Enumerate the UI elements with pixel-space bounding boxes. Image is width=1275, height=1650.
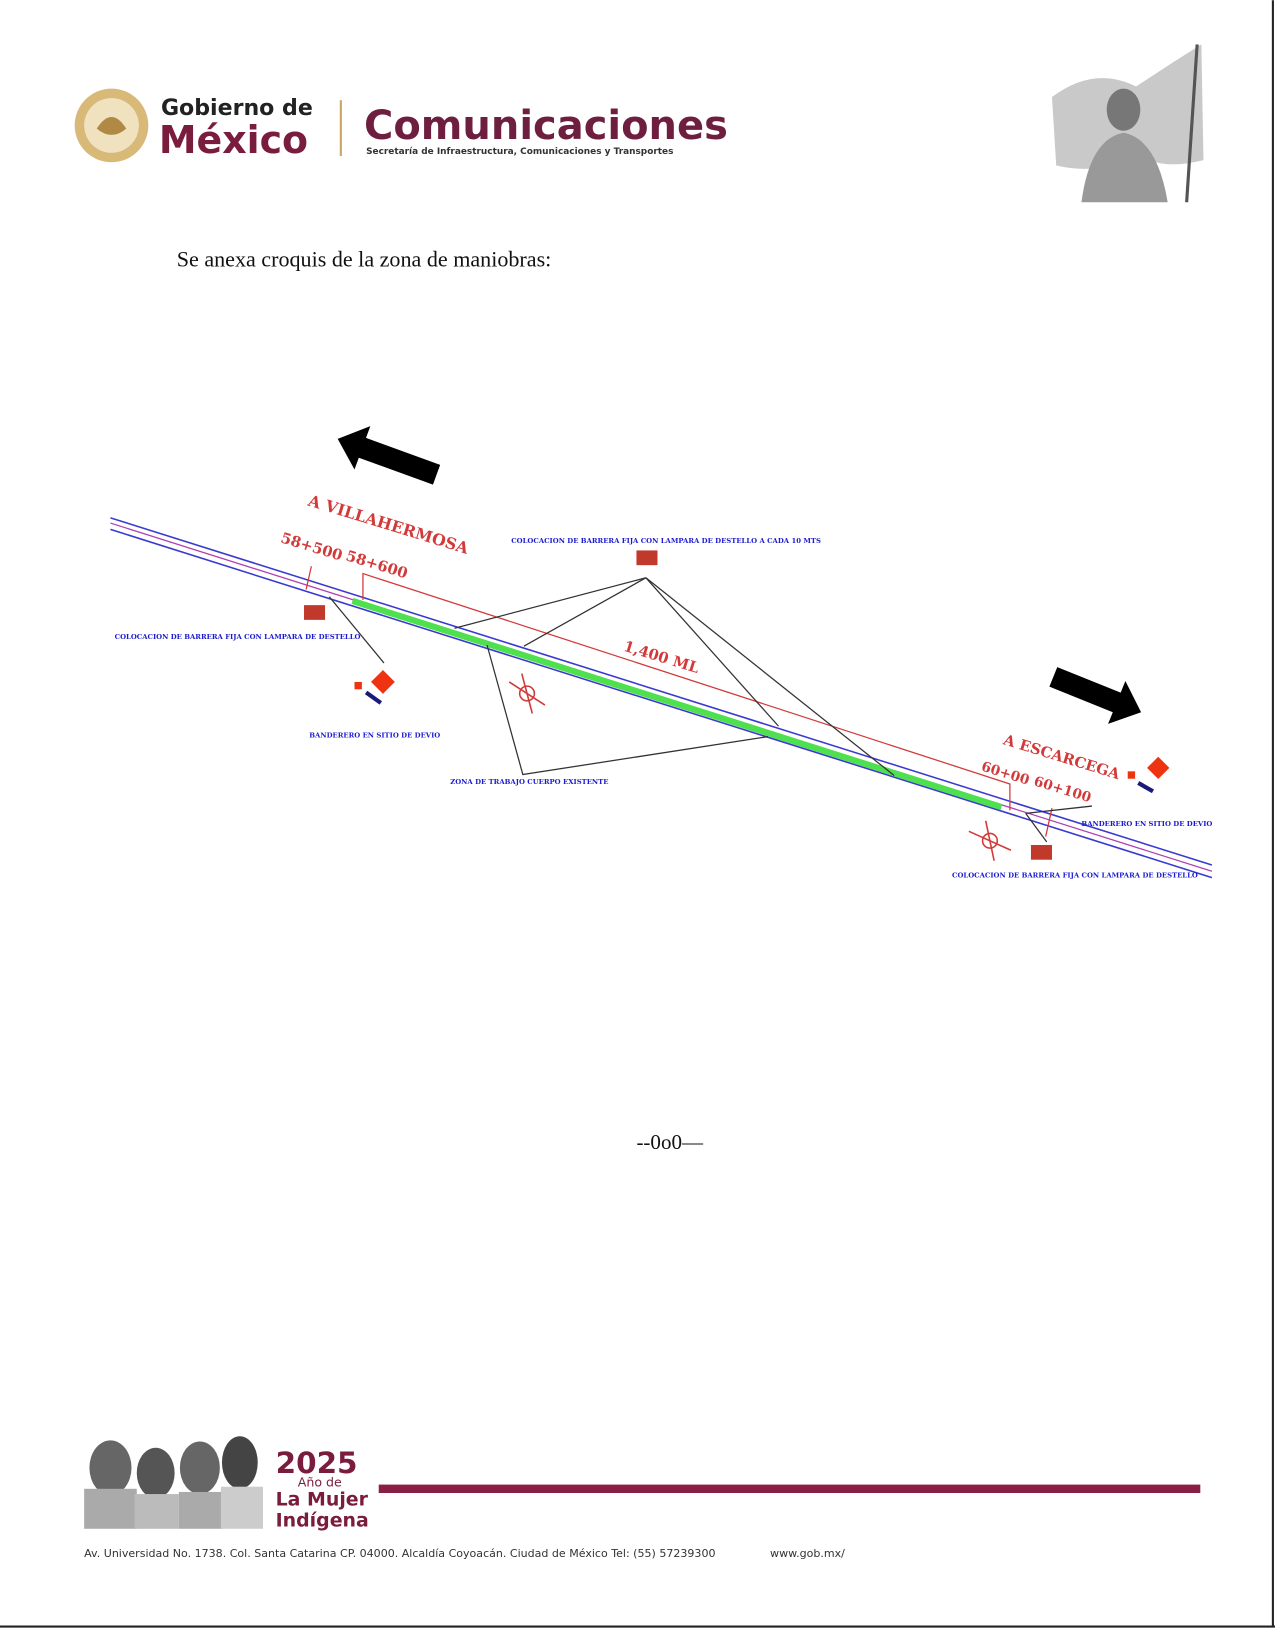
signal-target-icon <box>968 820 1012 861</box>
flagger-icon <box>1127 756 1170 794</box>
leader-lines <box>328 577 1093 843</box>
road-edge-line <box>110 528 1213 879</box>
agency-title: Comunicaciones <box>364 103 728 149</box>
km-58-600: 58+600 <box>344 547 410 582</box>
footer-address: Av. Universidad No. 1738. Col. Santa Cat… <box>84 1547 715 1560</box>
mexico-seal-logo <box>74 88 149 163</box>
maneuver-zone-sketch: A VILLAHERMOSA 58+500 58+600 1,400 ML A … <box>110 426 1213 880</box>
closing-mark: --0o0— <box>636 1130 704 1154</box>
flagger-icon <box>354 670 395 705</box>
signal-target-icon <box>508 673 546 714</box>
dimension-line <box>362 572 1011 811</box>
km-tick <box>305 566 313 590</box>
km-tick <box>1045 808 1053 837</box>
barrier-lamp-icon <box>636 550 658 566</box>
gov-line1: Gobierno de <box>161 95 313 121</box>
road-edge-line <box>110 517 1213 866</box>
km-58-500: 58+500 <box>279 530 345 565</box>
footer-website-link[interactable]: www.gob.mx/ <box>770 1547 845 1560</box>
note-work-zone: ZONA DE TRABAJO CUERPO EXISTENTE <box>450 778 608 786</box>
km-60-00: 60+00 <box>979 759 1031 789</box>
footer-year-line2: La Mujer <box>276 1489 369 1511</box>
barrier-lamp-icon <box>1030 844 1052 860</box>
km-60-100: 60+100 <box>1032 774 1093 807</box>
barrier-lamp-icon <box>304 605 326 620</box>
arrow-to-escarcega-icon <box>1049 667 1142 724</box>
note-barrier-east: COLOCACION DE BARRERA FIJA CON LAMPARA D… <box>952 872 1198 880</box>
footer-year-line3: Indígena <box>276 1510 369 1532</box>
footer-year-line1: Año de <box>298 1475 342 1490</box>
footer-year: 2025 <box>276 1446 358 1480</box>
footer-accent-bar <box>378 1484 1201 1494</box>
arrow-to-villahermosa-icon <box>337 426 441 485</box>
gov-line2: México <box>159 118 308 162</box>
note-barrier-west: COLOCACION DE BARRERA FIJA CON LAMPARA D… <box>115 633 361 641</box>
note-flagger-west: BANDERERO EN SITIO DE DEVIO <box>309 732 440 740</box>
note-barrier-every-10m: COLOCACION DE BARRERA FIJA CON LAMPARA D… <box>511 537 821 545</box>
agency-subtitle: Secretaría de Infraestructura, Comunicac… <box>366 147 673 157</box>
note-flagger-east: BANDERERO EN SITIO DE DEVIO <box>1081 820 1212 828</box>
indigenous-women-illustration <box>84 1436 263 1529</box>
woman-with-flag-illustration <box>1051 44 1204 203</box>
intro-text: Se anexa croquis de la zona de maniobras… <box>177 246 552 271</box>
work-zone-band <box>351 597 1003 811</box>
